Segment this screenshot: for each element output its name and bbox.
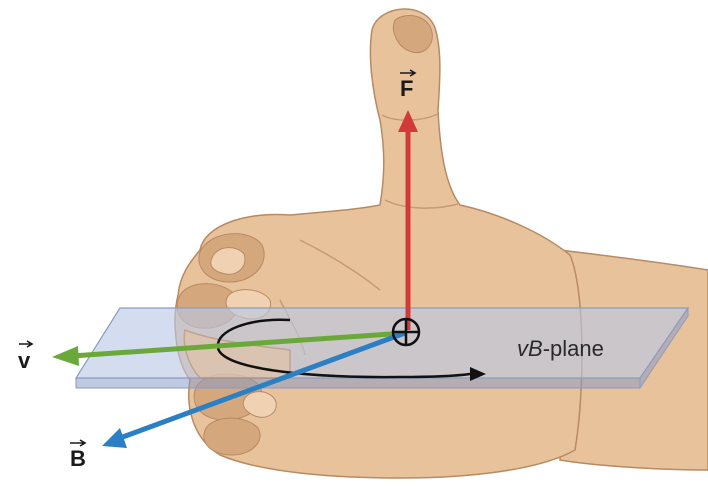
- ring-nail: [242, 391, 277, 418]
- field-label-arrow: [70, 439, 87, 447]
- force-label: F: [400, 76, 413, 101]
- field-arrowhead: [102, 428, 127, 448]
- velocity-vector: [52, 330, 406, 366]
- field-arrow-shaft: [119, 330, 406, 441]
- plane-label: vB-plane: [517, 336, 604, 361]
- velocity-arrowhead: [52, 346, 79, 366]
- hand-illustration: [174, 8, 708, 479]
- velocity-label: v: [18, 348, 31, 373]
- circle-plus-icon: [391, 317, 421, 347]
- thumbnail-shape: [393, 15, 433, 54]
- rotation-arrow: [216, 318, 486, 381]
- velocity-arrow-shaft: [71, 330, 406, 359]
- vb-plane-right-edge: [639, 306, 689, 390]
- field-vector: [102, 330, 406, 448]
- index-nail: [210, 247, 246, 275]
- force-arrowhead: [398, 110, 418, 132]
- thumb-base-crease: [384, 199, 459, 209]
- plane-label-italic: vB: [517, 336, 543, 361]
- rotation-arrowhead: [470, 367, 486, 381]
- pinky-knuckle: [203, 417, 261, 456]
- velocity-label-arrow: [19, 340, 34, 348]
- vb-plane-front-edge: [75, 377, 641, 389]
- force-vector: [398, 110, 418, 330]
- vector-labels: F v B vB-plane: [18, 69, 604, 471]
- force-label-arrow: [400, 69, 417, 77]
- field-label: B: [70, 446, 86, 471]
- curved-arrow-icon: [216, 318, 471, 379]
- plane-label-rest: -plane: [543, 336, 604, 361]
- palm-crease: [299, 239, 381, 291]
